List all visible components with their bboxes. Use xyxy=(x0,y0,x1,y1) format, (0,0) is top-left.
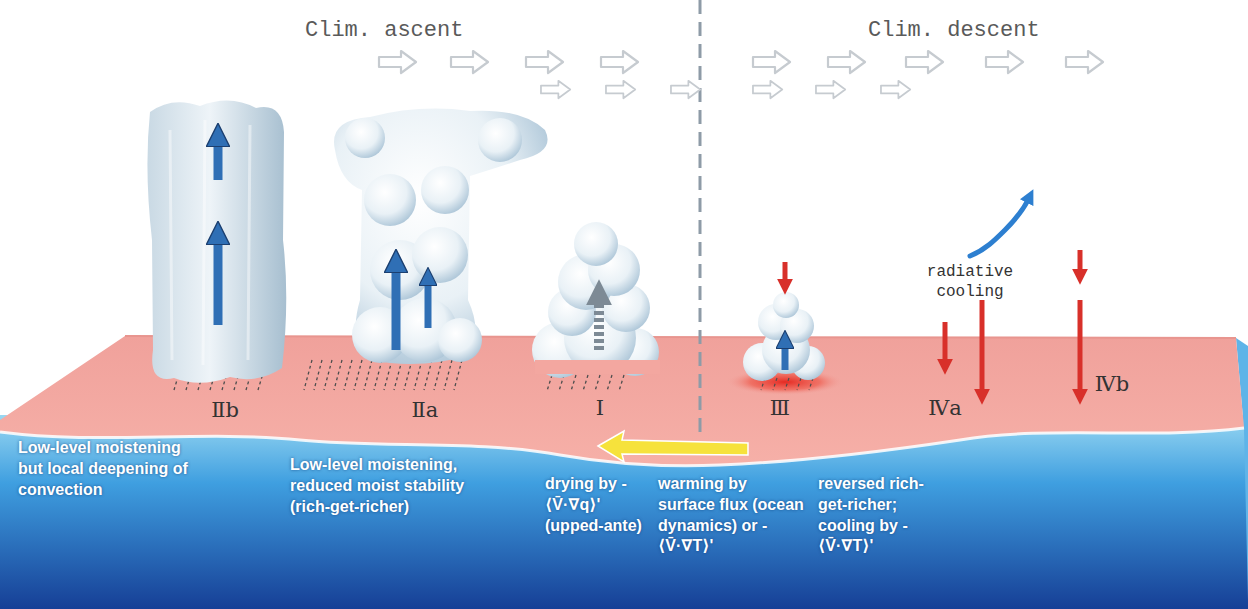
region-title: Clim. descent xyxy=(868,18,1040,43)
process-description: Low-level moistening but local deepening… xyxy=(18,438,188,500)
regime-numeral: Ⅱa xyxy=(405,398,445,422)
regime-numeral: Ⅳb xyxy=(1090,372,1134,396)
process-description: drying by -⟨V̄·∇q⟩' (upped-ante) xyxy=(545,474,649,536)
process-description: warming by surface flux (ocean dynamics)… xyxy=(658,474,804,557)
regime-numeral: Ⅳa xyxy=(925,396,965,420)
regime-numeral: Ⅱb xyxy=(205,398,245,422)
process-description: Low-level moistening, reduced moist stab… xyxy=(290,455,478,517)
process-description: reversed rich-get-richer; cooling by -⟨V… xyxy=(818,474,938,557)
region-title: Clim. ascent xyxy=(305,18,463,43)
regime-numeral: Ⅲ xyxy=(760,396,800,420)
regime-numeral: Ⅰ xyxy=(580,396,620,420)
process-annotation: radiative cooling xyxy=(918,262,1022,302)
